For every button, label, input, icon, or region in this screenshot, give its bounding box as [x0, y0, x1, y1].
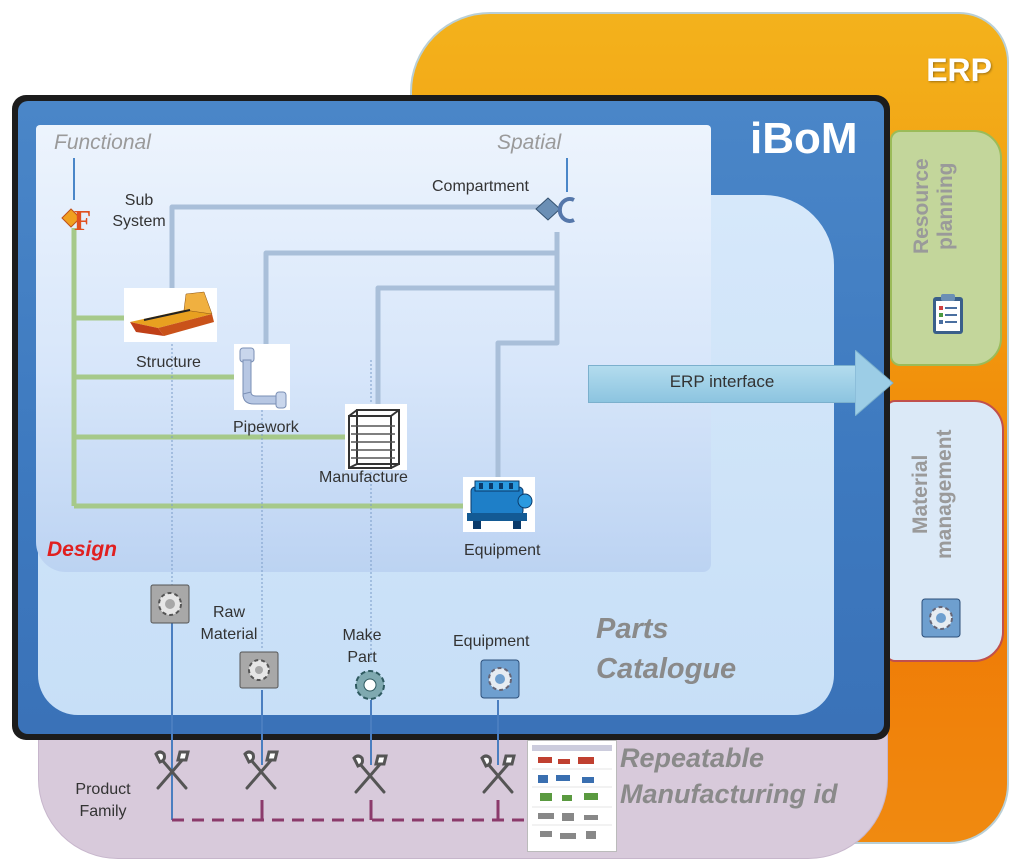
gear-icon [480, 659, 520, 699]
functional-label: Functional [54, 131, 151, 154]
gear-icon [239, 651, 279, 689]
repeatable-line1: Repeatable [620, 743, 765, 773]
parts-catalogue-line2: Catalogue [596, 653, 737, 685]
sub-system-label: Sub System [112, 192, 166, 230]
equipment-catalogue-label: Equipment [453, 633, 530, 650]
wrench-screwdriver-icon [241, 748, 281, 792]
erp-title: ERP [926, 52, 992, 88]
gear-icon [350, 666, 390, 704]
wrench-screwdriver-icon [152, 748, 192, 792]
gear-icon [150, 584, 190, 624]
functional-f-icon: F [52, 200, 94, 237]
structure-image [124, 288, 217, 342]
erp-interface-arrow [588, 365, 858, 403]
spatial-label: Spatial [497, 131, 562, 154]
design-panel [36, 125, 711, 572]
erp-interface-label: ERP interface [669, 372, 775, 391]
repeatable-line2: Manufacturing id [620, 779, 838, 809]
manufacture-image [345, 404, 407, 470]
equipment-design-label: Equipment [464, 542, 541, 559]
engine-image [463, 477, 535, 532]
material-management-panel: Material management [885, 400, 1004, 662]
pipework-image [234, 344, 290, 410]
wrench-screwdriver-icon [350, 752, 390, 796]
repeatable-manufacturing-title: Repeatable Manufacturing id [620, 740, 838, 812]
manufacture-label: Manufacture [319, 469, 408, 486]
pipework-label: Pipework [233, 419, 299, 436]
checklist-clipboard-icon [931, 292, 965, 336]
gear-icon [921, 598, 961, 638]
structure-label: Structure [136, 354, 201, 371]
ibom-title: iBoM [750, 114, 858, 163]
parts-catalogue-line1: Parts [596, 613, 669, 645]
parts-catalogue-title: Parts Catalogue [596, 609, 736, 689]
erp-arrow-head [855, 350, 894, 416]
design-label: Design [47, 538, 118, 561]
raw-material-label: Raw Material [200, 604, 258, 643]
wrench-screwdriver-icon [478, 752, 518, 796]
make-part-label: Make Part [342, 627, 382, 666]
svg-text:F: F [74, 206, 91, 236]
resource-planning-panel: Resource planning [890, 130, 1002, 366]
spatial-c-icon [534, 194, 582, 226]
compartment-label: Compartment [432, 178, 529, 195]
product-family-label: Product Family [75, 781, 131, 820]
catalogue-sheet-image [527, 740, 617, 852]
